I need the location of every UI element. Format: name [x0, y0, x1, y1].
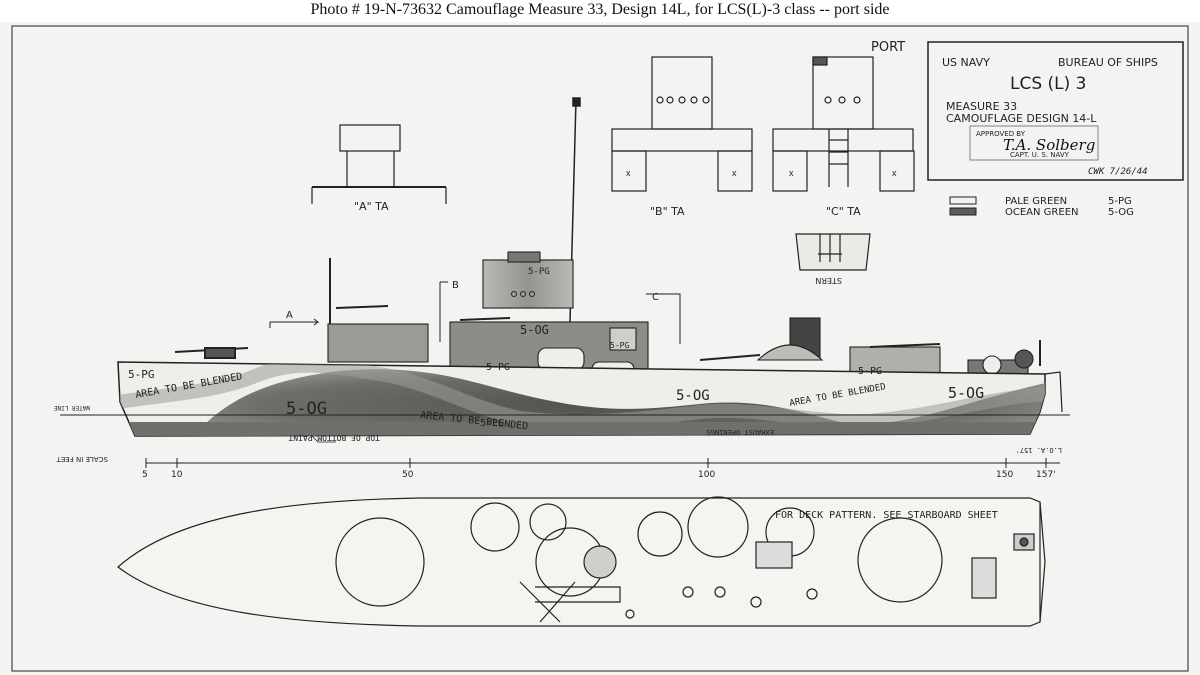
legend-swatch-ocean-green: [949, 207, 977, 216]
legend-code-pale: 5-PG: [1108, 196, 1132, 207]
scale-tick-50: 50: [402, 470, 414, 480]
section-c-view: x x: [772, 56, 915, 192]
legend-swatch-pale-green: [949, 196, 977, 205]
scale-tick-100: 100: [698, 470, 715, 480]
deck-pattern-note: FOR DECK PATTERN. SEE STARBOARD SHEET: [775, 510, 998, 521]
scale-tick-150: 150: [996, 470, 1013, 480]
section-b-label: "B" TA: [650, 205, 685, 218]
bridge-og-label: 5-OG: [520, 323, 549, 337]
title-us-navy: US NAVY: [942, 56, 990, 69]
svg-text:x: x: [732, 168, 737, 178]
scale-bar: [145, 458, 1060, 468]
title-ship: LCS (L) 3: [1010, 74, 1087, 94]
title-block: US NAVY BUREAU OF SHIPS LCS (L) 3 MEASUR…: [927, 41, 1184, 181]
scale-tick-157: 157': [1036, 470, 1056, 480]
legend-name-pale: PALE GREEN: [1005, 196, 1067, 207]
ship-drawing: US NAVY BUREAU OF SHIPS LCS (L) 3 MEASUR…: [11, 25, 1189, 672]
top-paint-leader: [311, 435, 336, 443]
ship-guns: [174, 258, 1041, 366]
camouflage-drawing-sheet: US NAVY BUREAU OF SHIPS LCS (L) 3 MEASUR…: [0, 22, 1200, 675]
section-c-label: "C" TA: [826, 205, 861, 218]
hull-pg-boot: 5-PG: [480, 418, 504, 429]
approval-stamp: [969, 125, 1099, 161]
hull-og-mid: 5-OG: [676, 388, 710, 404]
sheet-border: [11, 25, 1189, 672]
legend-name-ocean: OCEAN GREEN: [1005, 207, 1079, 218]
section-b-view: x x: [611, 56, 753, 192]
hull-pg-bow: 5-PG: [128, 368, 155, 381]
section-a-label: "A" TA: [354, 200, 389, 213]
section-mark-c: C: [652, 292, 659, 303]
svg-text:x: x: [892, 168, 897, 178]
note-water-line: WATER LINE: [53, 404, 90, 411]
note-exhaust: EXHAUST OPENINGS: [707, 428, 774, 436]
hull-profile: [60, 361, 1070, 437]
hull-pg-mid: 5-PG: [486, 362, 510, 373]
title-design: CAMOUFLAGE DESIGN 14-L: [946, 112, 1097, 125]
color-legend: PALE GREEN 5-PG OCEAN GREEN 5-OG: [949, 196, 1134, 218]
stamp-approved: APPROVED BY: [976, 130, 1026, 138]
stack-pg-label: 5-PG: [528, 267, 550, 277]
title-bureau: BUREAU OF SHIPS: [1058, 56, 1158, 69]
side-label: PORT: [871, 40, 905, 55]
approval-signature: T.A. Solberg: [1003, 136, 1095, 154]
stamp-captain: CAPT. U. S. NAVY: [1010, 151, 1070, 159]
stern-view: [795, 233, 871, 271]
section-mark-a: A: [286, 310, 293, 321]
deck-plan: [117, 496, 1046, 627]
hull-og-aft: 5-OG: [948, 384, 984, 402]
svg-text:x: x: [789, 168, 794, 178]
scale-tick-5: 5: [142, 470, 148, 480]
superstructure: [327, 251, 1034, 383]
stern-label: STERN: [815, 276, 842, 285]
svg-text:x: x: [626, 168, 631, 178]
scale-tick-10: 10: [171, 470, 183, 480]
legend-code-ocean: 5-OG: [1108, 207, 1134, 218]
photo-caption: Photo # 19-N-73632 Camouflage Measure 33…: [310, 1, 890, 18]
section-markers: [269, 281, 681, 344]
note-loa: L.O.A. 157': [1016, 446, 1062, 454]
initials-date: CWK 7/26/44: [1088, 167, 1148, 177]
section-mark-b: B: [452, 280, 459, 291]
bridge-portholes: [511, 291, 535, 297]
deck-pg-label: 5-PG: [610, 341, 629, 350]
section-a-view: [311, 124, 447, 204]
hull-pg-aft: 5-PG: [858, 366, 882, 377]
note-top-paint: TOP OF BOTTOM PAINT: [288, 433, 380, 442]
scale-label: SCALE IN FEET: [56, 455, 108, 463]
title-measure: MEASURE 33: [946, 100, 1017, 113]
hull-og-fwd: 5-OG: [286, 399, 327, 419]
